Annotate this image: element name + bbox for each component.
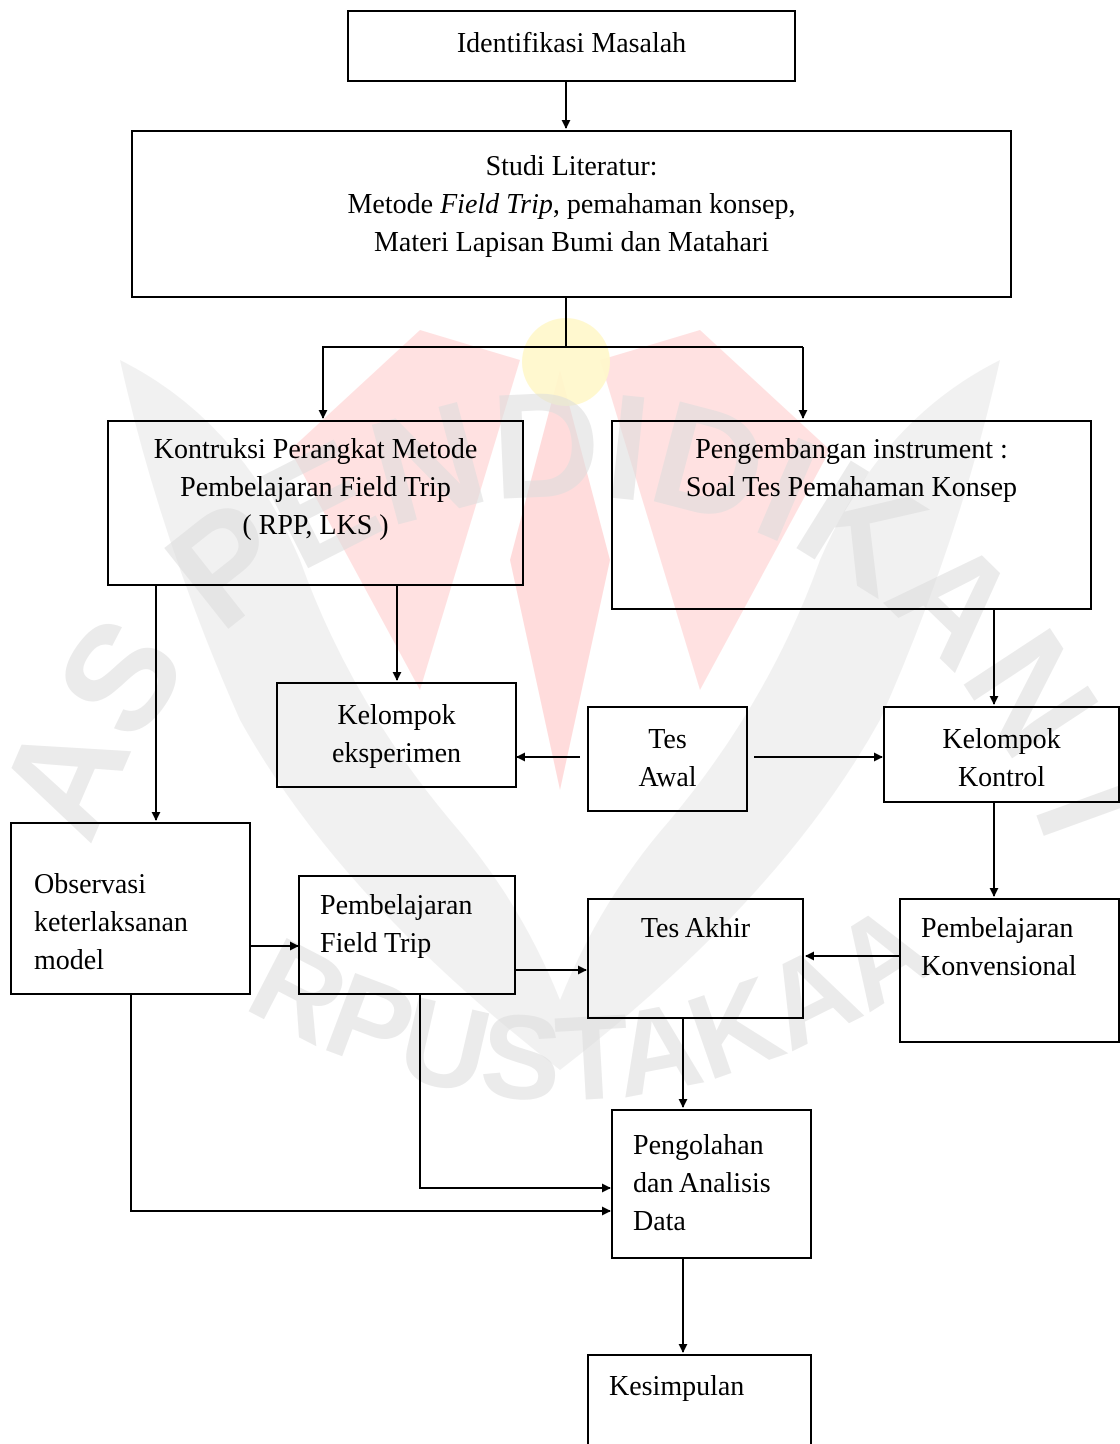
node-konvensional-line1: Pembelajaran [921, 913, 1074, 944]
node-pengembangan-line2: Soal Tes Pemahaman Konsep [685, 472, 1018, 503]
node-tesawal-line2: Awal [638, 762, 697, 793]
node-pengolahan-analisis: Pengolahan dan Analisis Data [611, 1109, 812, 1259]
node-pembelajaran-field-trip: Pembelajaran Field Trip [298, 875, 516, 995]
node-tes-awal: Tes Awal [587, 706, 748, 812]
node-eksperimen-line2: eksperimen [331, 738, 462, 769]
node-kontruksi-line1: Kontruksi Perangkat Metode [153, 434, 478, 465]
watermark-red-flame-center [510, 370, 610, 790]
node-kesimpulan-line1: Kesimpulan [609, 1371, 745, 1402]
node-tesawal-line1: Tes [648, 724, 687, 755]
watermark-gray-shape [120, 360, 1000, 1070]
node-studi-literatur: Studi Literatur: Metode Field Trip, pema… [131, 130, 1012, 298]
node-kontruksi-perangkat: Kontruksi Perangkat Metode Pembelajaran … [107, 420, 524, 586]
node-identifikasi-masalah: Identifikasi Masalah [347, 10, 796, 82]
node-observasi-line2: keterlaksanan [34, 907, 188, 938]
watermark-yellow-sun [522, 318, 610, 406]
node-kelompok-kontrol: Kelompok Kontrol [883, 706, 1120, 803]
node-observasi: Observasi keterlaksanan model [10, 822, 251, 995]
node-pengolahan-line1: Pengolahan [633, 1130, 764, 1161]
node-studi-line1: Studi Literatur: [485, 151, 658, 182]
edge-fieldtrip-pengolahan [419, 995, 611, 1193]
node-fieldtrip-line1: Pembelajaran [320, 890, 473, 921]
edge-studi-split [318, 298, 567, 419]
node-pengolahan-line2: dan Analisis [633, 1168, 771, 1199]
node-fieldtrip-line2: Field Trip [320, 928, 432, 959]
node-studi-line3: Materi Lapisan Bumi dan Matahari [374, 227, 769, 258]
node-kontruksi-line3: ( RPP, LKS ) [242, 510, 389, 541]
node-eksperimen-line1: Kelompok [337, 700, 456, 731]
node-pengembangan-line1: Pengembangan instrument : [695, 434, 1008, 465]
node-identifikasi-text: Identifikasi Masalah [456, 28, 687, 59]
node-observasi-line3: model [34, 945, 104, 976]
node-kelompok-eksperimen: Kelompok eksperimen [276, 682, 517, 788]
node-pengembangan-instrument: Pengembangan instrument : Soal Tes Pemah… [611, 420, 1092, 610]
node-pembelajaran-konvensional: Pembelajaran Konvensional [899, 898, 1120, 1043]
node-kontrol-line1: Kelompok [942, 724, 1061, 755]
node-pengolahan-line3: Data [633, 1206, 686, 1237]
node-konvensional-line2: Konvensional [921, 951, 1077, 982]
node-kontrol-line2: Kontrol [957, 762, 1046, 793]
node-studi-line2: Metode Field Trip, pemahaman konsep, [347, 189, 796, 220]
node-tesakhir-line1: Tes Akhir [640, 913, 751, 944]
edge-observasi-pengolahan [130, 995, 611, 1216]
node-kontruksi-line2: Pembelajaran Field Trip [180, 472, 451, 503]
node-kesimpulan: Kesimpulan [587, 1354, 812, 1444]
node-observasi-line1: Observasi [34, 869, 146, 900]
node-tes-akhir: Tes Akhir [587, 898, 804, 1019]
